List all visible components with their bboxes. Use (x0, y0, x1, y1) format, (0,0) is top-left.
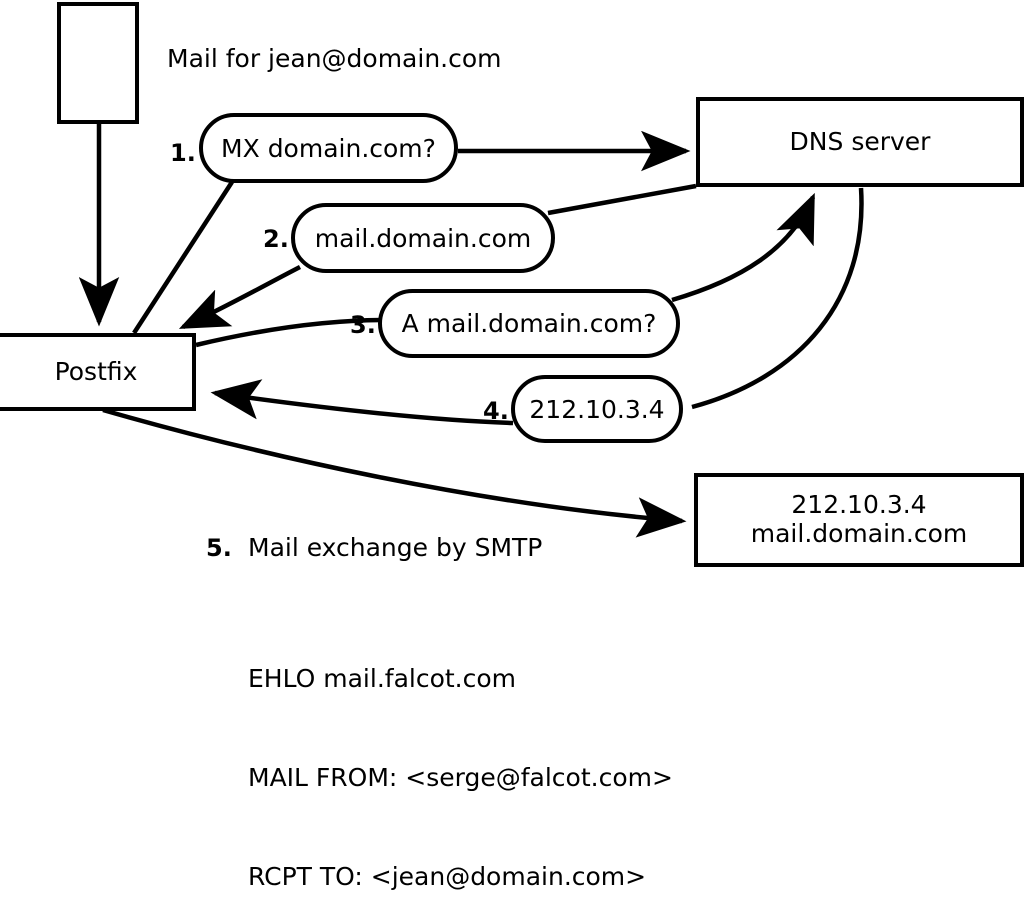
step-1-number: 1. (170, 139, 196, 167)
bubble-step-3-label: A mail.domain.com? (401, 309, 657, 338)
smtp-line: RCPT TO: <jean@domain.com> (248, 862, 647, 891)
node-sender-client[interactable] (57, 2, 139, 124)
bubble-step-4[interactable]: 212.10.3.4 (511, 375, 683, 443)
edge-step2-from-dns (547, 183, 697, 216)
node-postfix[interactable]: Postfix (0, 333, 196, 411)
mail-for-note: Mail for jean@domain.com (167, 44, 502, 73)
smtp-transcript: EHLO mail.falcot.com MAIL FROM: <serge@f… (248, 596, 673, 919)
edge-step5-smtp (102, 407, 687, 538)
step-2-number: 2. (263, 225, 289, 253)
step-5-number: 5. (206, 534, 232, 562)
bubble-step-2[interactable]: mail.domain.com (291, 203, 555, 273)
edge-step3-to-dns (671, 192, 816, 303)
bubble-step-4-label: 212.10.3.4 (529, 394, 665, 424)
step-3-number: 3. (350, 311, 376, 339)
edge-step3-tail (195, 317, 387, 348)
step-5-label: Mail exchange by SMTP (248, 533, 543, 562)
smtp-line: MAIL FROM: <serge@falcot.com> (248, 763, 673, 792)
node-remote-mail-server[interactable]: 212.10.3.4 mail.domain.com (694, 473, 1024, 567)
node-postfix-label: Postfix (54, 356, 138, 386)
edge-step1-tail (132, 180, 234, 335)
step-4-number: 4. (483, 397, 509, 425)
edge-step4-from-dns (691, 187, 864, 410)
node-dns-server[interactable]: DNS server (696, 97, 1024, 187)
edge-step2-to-postfix (178, 264, 302, 330)
node-remote-mail-server-label: 212.10.3.4 mail.domain.com (750, 490, 968, 548)
bubble-step-1[interactable]: MX domain.com? (199, 113, 458, 183)
node-dns-server-label: DNS server (789, 126, 931, 156)
bubble-step-2-label: mail.domain.com (314, 223, 532, 253)
edge-step4-to-postfix (210, 379, 514, 426)
smtp-line: EHLO mail.falcot.com (248, 664, 517, 693)
bubble-step-3[interactable]: A mail.domain.com? (378, 289, 680, 358)
bubble-step-1-label: MX domain.com? (221, 133, 436, 163)
